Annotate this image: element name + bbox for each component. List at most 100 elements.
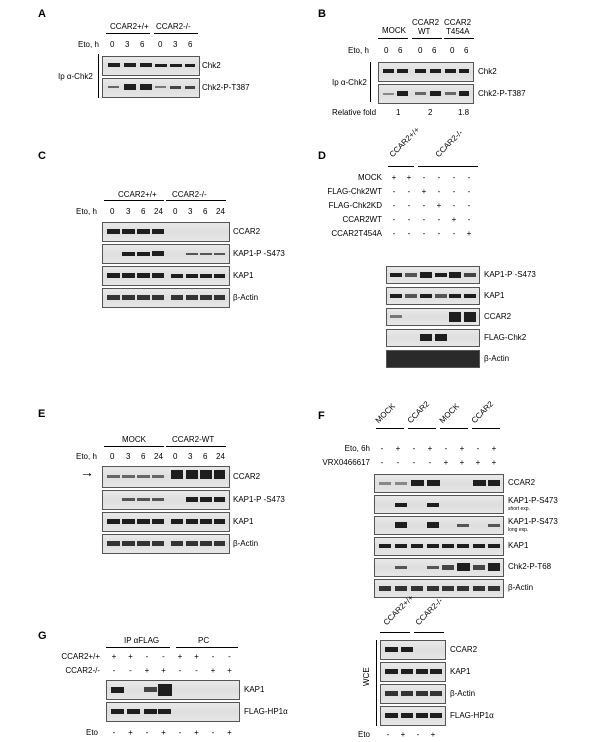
- lane-sign: +: [491, 444, 497, 453]
- pc-header: PC: [198, 636, 210, 645]
- time-label: 6: [203, 452, 208, 461]
- blot-kap1-p-s473: [102, 244, 230, 264]
- band-label: KAP1: [508, 541, 529, 550]
- band-label: KAP1-P -S473: [233, 495, 285, 504]
- blot-kap1-p-s473: [386, 266, 480, 284]
- row-label: FLAG-Chk2WT: [327, 187, 382, 196]
- lane-sign: -: [195, 666, 198, 675]
- fold-value: 2: [428, 108, 433, 117]
- lane-sign: -: [437, 173, 441, 182]
- band-label: Chk2-P-T387: [478, 89, 526, 98]
- row-label: Eto, h: [348, 46, 369, 55]
- row-label: CCAR2WT: [342, 215, 382, 224]
- lane-sign: -: [422, 201, 426, 210]
- panel-letter-c: C: [38, 150, 46, 162]
- blot-chk2-p-t68: [374, 558, 504, 577]
- lane-sign: -: [467, 187, 471, 196]
- lane-sign: +: [161, 728, 166, 737]
- lane-sign: -: [422, 173, 426, 182]
- blot-chk2: [378, 62, 474, 82]
- arrow-icon: →: [80, 464, 94, 480]
- row-label: Eto, h: [76, 207, 97, 216]
- blot-beta-actin: [102, 534, 230, 554]
- time-label: 24: [154, 207, 163, 216]
- band-label: β-Actin: [233, 539, 259, 548]
- row-label: FLAG-Chk2KD: [328, 201, 382, 210]
- lane-sign: -: [416, 730, 420, 739]
- blot-flag-chk2: [386, 329, 480, 347]
- row-label: CCAR2T454A: [331, 229, 382, 238]
- band-label: KAP1-P -S473: [233, 249, 285, 258]
- time-label: 3: [126, 207, 131, 216]
- group-label: T454A: [446, 27, 470, 36]
- eto-label: Eto: [358, 730, 371, 739]
- band-label: β-Actin: [484, 354, 510, 363]
- row-label: CCAR2-/-: [65, 666, 100, 675]
- lane-sign: -: [467, 215, 471, 224]
- lane-sign: -: [392, 229, 396, 238]
- lane-sign: -: [437, 187, 441, 196]
- blot-kap1: [102, 512, 230, 532]
- lane-sign: +: [194, 652, 199, 661]
- lane-sign: -: [407, 187, 411, 196]
- lane-sign: -: [211, 652, 215, 661]
- time-label: 0: [173, 207, 178, 216]
- band-label: β-Actin: [508, 583, 534, 592]
- lane-sign: -: [112, 728, 116, 737]
- blot-ccar2: [102, 466, 230, 488]
- band-label: FLAG-HP1α: [244, 707, 288, 716]
- blot-kap1: [380, 662, 446, 682]
- eto-label: Eto: [86, 728, 99, 737]
- lane-sign: +: [128, 652, 133, 661]
- band-label: Chk2: [478, 67, 497, 76]
- lane-sign: -: [178, 728, 182, 737]
- lane-sign: +: [111, 652, 117, 661]
- band-label: KAP1: [244, 685, 265, 694]
- fold-value: 1: [396, 108, 401, 117]
- lane-sign: -: [396, 458, 400, 467]
- band-label: KAP1-P -S473: [484, 270, 536, 279]
- time-label: 24: [154, 452, 163, 461]
- row-label: Eto, h: [76, 452, 97, 461]
- lane-sign: -: [422, 215, 426, 224]
- band-label: β-Actin: [233, 293, 259, 302]
- time-label: 24: [216, 207, 225, 216]
- group-label: MOCK: [373, 401, 397, 425]
- lane-sign: +: [491, 458, 497, 467]
- band-label: CCAR2: [450, 645, 478, 654]
- time-label: 6: [188, 40, 193, 49]
- lane-sign: -: [437, 229, 441, 238]
- group-label: CCAR2: [412, 18, 440, 27]
- time-label: 3: [125, 40, 130, 49]
- group-label: CCAR2-WT: [172, 435, 215, 444]
- band-label: FLAG-HP1α: [450, 711, 494, 720]
- lane-sign: -: [407, 215, 411, 224]
- row-label: Eto, 6h: [344, 444, 370, 453]
- band-label: KAP1: [450, 667, 471, 676]
- panel-letter-g: G: [38, 630, 47, 642]
- row-label: MOCK: [358, 173, 382, 182]
- blot-ccar2: [380, 640, 446, 660]
- ip-label: Ip α-Chk2: [58, 72, 93, 81]
- lane-sign: +: [227, 728, 232, 737]
- blot-ccar2: [102, 222, 230, 242]
- lane-sign: +: [391, 173, 397, 182]
- group-label: CCAR2: [469, 399, 496, 425]
- lane-sign: +: [194, 728, 199, 737]
- time-label: 0: [110, 452, 115, 461]
- time-label: 0: [450, 46, 455, 55]
- lane-sign: -: [452, 229, 456, 238]
- group-label: CCAR2-/-: [433, 128, 465, 159]
- panel-letter-d: D: [318, 150, 326, 162]
- lane-sign: +: [406, 173, 412, 182]
- panel-letter-e: E: [38, 408, 46, 420]
- lane-sign: +: [144, 666, 150, 675]
- panel-letter-b: B: [318, 8, 326, 20]
- lane-sign: +: [227, 666, 232, 675]
- blot-chk2-p-t387: [102, 78, 200, 98]
- lane-sign: -: [211, 728, 215, 737]
- lane-sign: -: [380, 444, 384, 453]
- time-label: 3: [173, 40, 178, 49]
- row-label: Eto, h: [78, 40, 99, 49]
- lane-sign: -: [228, 652, 231, 661]
